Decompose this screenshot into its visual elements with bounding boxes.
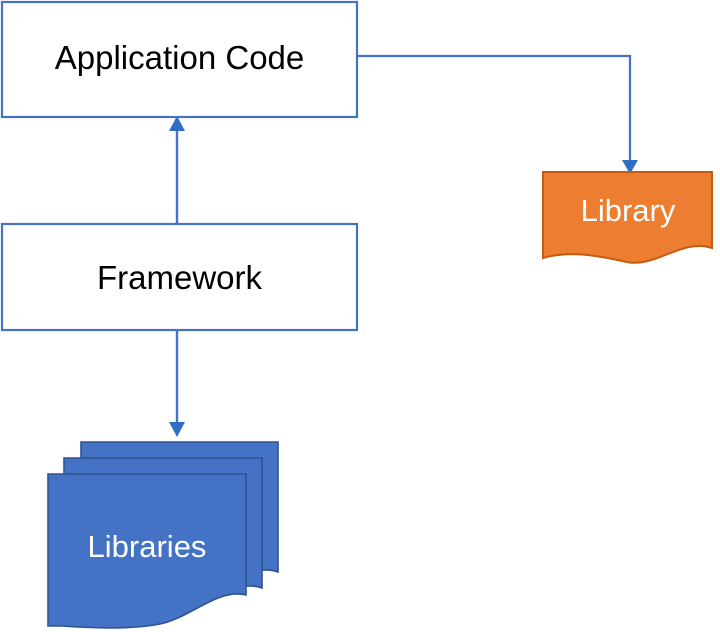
node-library[interactable] — [542, 171, 713, 264]
node-application-code[interactable] — [0, 0, 359, 119]
libraries-sheet-front — [47, 473, 247, 629]
node-framework[interactable] — [0, 222, 359, 332]
connector-application-code-to-library — [357, 54, 638, 174]
connector-framework-to-application-code — [169, 116, 185, 224]
connector-framework-to-libraries — [169, 330, 185, 437]
node-libraries[interactable] — [47, 441, 279, 629]
